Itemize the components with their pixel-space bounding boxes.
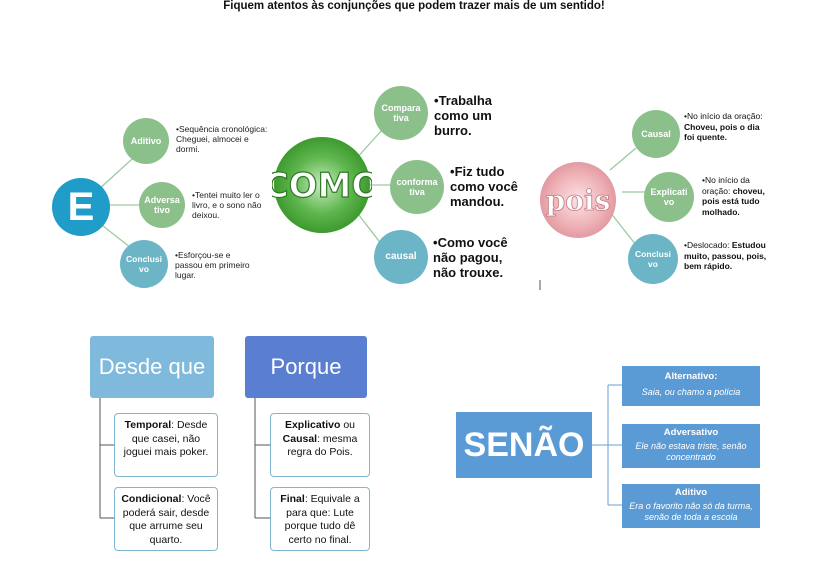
- pois-causal-label: Causal: [641, 129, 671, 139]
- e-adversativo-text: Tentei muito ler o livro, e o sono não d…: [192, 190, 278, 220]
- porque-causal-term: Causal: [282, 432, 318, 445]
- pois-explicativo-text: No início da oração: choveu, pois está t…: [702, 175, 780, 217]
- desde-que-condicional-term: Condicional: [121, 493, 182, 505]
- porque-explicativo-box: Explicativo ou Causal: mesma regra do Po…: [270, 413, 370, 477]
- e-center-circle: E: [52, 178, 110, 236]
- senao-center-box: SENÃO: [456, 412, 592, 478]
- e-conclusivo-node: Conclusi vo: [120, 240, 168, 288]
- porque-explicativo-mid: ou: [340, 419, 356, 431]
- desde-que-header-label: Desde que: [98, 354, 206, 379]
- como-conformativa-label: conforma tiva: [396, 177, 438, 197]
- desde-que-condicional-box: Condicional: Você poderá sair, desde que…: [114, 487, 218, 551]
- pois-explicativo-label: Explicati vo: [650, 187, 688, 207]
- desde-que-temporal-term: Temporal: [124, 419, 172, 431]
- pois-explicativo-text-bold: choveu, pois está tudo molhado.: [702, 185, 765, 217]
- senao-alternativo-example: Saia, ou chamo a polícia: [641, 387, 741, 397]
- porque-explicativo-text: : mesma regra do Pois.: [287, 432, 358, 459]
- como-logo-text: COMO: [272, 166, 372, 206]
- senao-aditivo-example: Era o favorito não só da turma, senão de…: [629, 501, 753, 522]
- pois-logo: pois: [540, 162, 616, 238]
- e-adversativo-node: Adversa tivo: [139, 182, 185, 228]
- pois-conclusivo-text-bold: Estudou muito, passou, pois, bem rápido.: [684, 240, 767, 271]
- desde-que-condicional-text: : Você poderá sair, desde que arrume seu…: [122, 493, 211, 546]
- e-conclusivo-label: Conclusi vo: [126, 254, 162, 274]
- como-comparativa-label: Compara tiva: [381, 103, 421, 123]
- pois-causal-node: Causal: [632, 110, 680, 158]
- pois-conclusivo-node: Conclusi vo: [628, 234, 678, 284]
- como-conformativa-node: conforma tiva: [390, 160, 444, 214]
- senao-adversativo-example: Ele não estava triste, senão concentrado: [635, 441, 747, 462]
- desde-que-header: Desde que: [90, 336, 214, 398]
- como-conformativa-text: Fiz tudo como você mandou.: [450, 164, 532, 209]
- e-center-label: E: [67, 184, 95, 229]
- senao-aditivo-label: Aditivo: [674, 487, 708, 498]
- e-aditivo-label: Aditivo: [130, 136, 162, 146]
- pois-causal-text-plain: No início da oração:: [686, 111, 763, 121]
- e-aditivo-text: Sequência cronológica: Cheguei, almocei …: [176, 124, 268, 154]
- senao-aditivo-box: Aditivo Era o favorito não só da turma, …: [622, 484, 760, 528]
- desde-que-temporal-text: : Desde que casei, não joguei mais poker…: [123, 419, 209, 458]
- senao-alternativo-box: Alternativo: Saia, ou chamo a polícia: [622, 366, 760, 406]
- pois-logo-text: pois: [546, 184, 611, 217]
- como-comparativa-text: Trabalha como um burro.: [434, 93, 514, 138]
- como-causal-node: causal: [374, 230, 428, 284]
- senao-center-label: SENÃO: [463, 426, 585, 464]
- como-comparativa-node: Compara tiva: [374, 86, 428, 140]
- senao-alternativo-label: Alternativo:: [664, 371, 718, 382]
- pois-causal-text: No início da oração: Choveu, pois o dia …: [684, 111, 768, 143]
- porque-final-box: Final: Equivale a para que: Lute porque …: [270, 487, 370, 551]
- porque-final-term: Final: [280, 493, 305, 505]
- desde-que-temporal-box: Temporal: Desde que casei, não joguei ma…: [114, 413, 218, 477]
- pois-conclusivo-label: Conclusi vo: [635, 249, 671, 269]
- pois-conclusivo-text: Deslocado: Estudou muito, passou, pois, …: [684, 240, 770, 272]
- senao-adversativo-label: Adversativo: [663, 427, 719, 438]
- e-conclusivo-text: Esforçou-se e passou em primeiro lugar.: [175, 250, 255, 280]
- como-logo: COMO: [272, 137, 372, 233]
- porque-header-label: Porque: [270, 354, 342, 379]
- como-causal-text: Como você não pagou, não trouxe.: [433, 235, 519, 280]
- senao-adversativo-box: Adversativo Ele não estava triste, senão…: [622, 424, 760, 468]
- porque-explicativo-term: Explicativo: [284, 419, 341, 431]
- pois-causal-text-bold: Choveu, pois o dia foi quente.: [684, 121, 760, 143]
- pois-explicativo-node: Explicati vo: [644, 172, 694, 222]
- pois-conclusivo-text-plain: Deslocado:: [686, 240, 732, 250]
- e-aditivo-node: Aditivo: [123, 118, 169, 164]
- page-title: Fiquem atentos às conjunções que podem t…: [223, 0, 605, 12]
- e-adversativo-label: Adversa tivo: [144, 195, 180, 215]
- porque-header: Porque: [245, 336, 367, 398]
- como-causal-label: causal: [385, 251, 417, 262]
- pois-explicativo-text-plain: No início da oração:: [702, 175, 750, 196]
- porque-final-text: : Equivale a para que: Lute porque tudo …: [284, 493, 360, 546]
